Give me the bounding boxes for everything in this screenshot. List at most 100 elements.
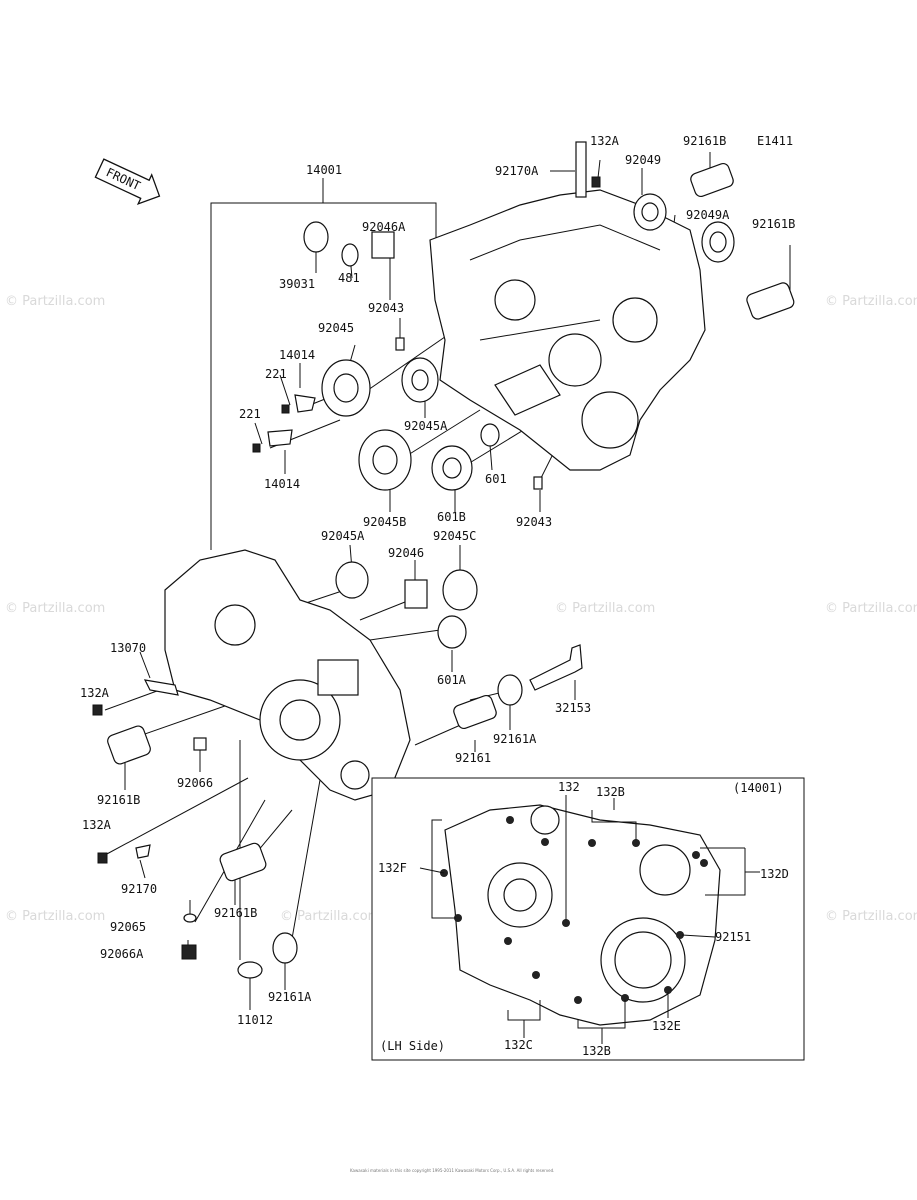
bearing-601A-icon bbox=[437, 615, 467, 649]
callout: 92045 bbox=[318, 321, 354, 335]
callout: 601A bbox=[437, 673, 467, 687]
inset-title: (14001) bbox=[733, 781, 784, 795]
watermark: © Partzilla.com bbox=[5, 294, 105, 309]
seal-92161A-lower-icon bbox=[272, 932, 298, 964]
bolt-132A-bottom-icon bbox=[97, 852, 108, 864]
callout: 132C bbox=[504, 1038, 533, 1052]
callout: 32153 bbox=[555, 701, 591, 715]
callout: 92066 bbox=[177, 776, 213, 790]
needle-bearing-92046A-icon bbox=[371, 231, 395, 259]
callout: 92049 bbox=[625, 153, 661, 167]
bolt-221-b-icon bbox=[252, 443, 261, 453]
callout: 92161B bbox=[752, 217, 795, 231]
callout: 92066A bbox=[100, 947, 144, 961]
bearing-92045A-icon bbox=[401, 357, 439, 403]
shaft-32153-icon bbox=[529, 644, 583, 691]
parts bbox=[92, 141, 795, 979]
callout: 92170A bbox=[495, 164, 539, 178]
watermark: © Partzilla.com bbox=[825, 909, 917, 924]
washer-92065-icon bbox=[183, 913, 197, 923]
sleeve-92161-icon bbox=[453, 694, 497, 730]
crankcase-left-half bbox=[164, 549, 411, 801]
callout: 92045B bbox=[363, 515, 406, 529]
bracket-14014-a-icon bbox=[294, 394, 316, 413]
callout: 92045A bbox=[404, 419, 448, 433]
bearing-92045B-icon bbox=[358, 429, 412, 491]
bearing-92045C-icon bbox=[442, 569, 478, 611]
needle-bearing-92046-icon bbox=[404, 579, 428, 609]
callout: 601B bbox=[437, 510, 466, 524]
copyright-footer: Kawasaki materials in this site copyrigh… bbox=[350, 1168, 554, 1173]
callout: 132F bbox=[378, 861, 407, 875]
bearing-92045A-lower-icon bbox=[335, 561, 369, 599]
clamp-92170-icon bbox=[135, 844, 151, 859]
watermark: © Partzilla.com bbox=[825, 294, 917, 309]
watermark: © Partzilla.com bbox=[5, 909, 105, 924]
dowel-92043-icon bbox=[395, 337, 405, 351]
callout: 39031 bbox=[279, 277, 315, 291]
callout: 92161B bbox=[214, 906, 257, 920]
bearing-92049-icon bbox=[633, 193, 667, 231]
circlip-481-icon bbox=[341, 243, 359, 267]
callout: 92161 bbox=[455, 751, 491, 765]
bearing-92045-icon bbox=[321, 359, 371, 417]
callout: 13070 bbox=[110, 641, 146, 655]
dowel-92043-lower-icon bbox=[533, 476, 543, 490]
callout: 92161A bbox=[493, 732, 537, 746]
callout: 92043 bbox=[516, 515, 552, 529]
callout: 92170 bbox=[121, 882, 157, 896]
diagram-code: E1411 bbox=[757, 134, 793, 148]
callout: 92161A bbox=[268, 990, 312, 1004]
watermark: © Partzilla.com bbox=[825, 601, 917, 616]
callout: 92045A bbox=[321, 529, 365, 543]
bolt-132A-top-icon bbox=[591, 176, 601, 188]
clamp-92170A-icon bbox=[575, 141, 587, 198]
bracket-14014-b-icon bbox=[267, 429, 293, 447]
callout: 132B bbox=[582, 1044, 611, 1058]
sleeve-92161B-top-icon bbox=[690, 162, 734, 198]
callout: 92049A bbox=[686, 208, 730, 222]
callout: 221 bbox=[239, 407, 261, 421]
seal-601-icon bbox=[480, 423, 500, 447]
callout: 221 bbox=[265, 367, 287, 381]
callout: 132A bbox=[80, 686, 110, 700]
front-arrow-icon: FRONT bbox=[94, 158, 161, 205]
callout: 481 bbox=[338, 271, 360, 285]
callout: 11012 bbox=[237, 1013, 273, 1027]
callout: 92151 bbox=[715, 930, 751, 944]
guide-13070-icon bbox=[143, 679, 179, 696]
watermark: © Partzilla.com bbox=[5, 601, 105, 616]
seal-92161A-icon bbox=[497, 674, 523, 706]
bolt-221-a-icon bbox=[281, 404, 290, 414]
inset-lh-side: (14001) (LH Side) bbox=[371, 777, 805, 1061]
sleeve-92161B-right-icon bbox=[746, 282, 795, 320]
callout: 14001 bbox=[306, 163, 342, 177]
watermark: © Partzilla.com bbox=[555, 601, 655, 616]
callout-labels: 14001 132A 92161B 92170A 92049 92049A 92… bbox=[80, 134, 795, 1058]
callout: 132D bbox=[760, 867, 789, 881]
crankcase-right-half bbox=[429, 189, 706, 471]
callout: 92046A bbox=[362, 220, 406, 234]
callout: 92046 bbox=[388, 546, 424, 560]
cover-11012-icon bbox=[237, 961, 263, 979]
callout: 132A bbox=[590, 134, 620, 148]
plug-92066A-icon bbox=[181, 944, 197, 960]
bearing-601B-icon bbox=[431, 445, 473, 491]
callout: 132B bbox=[596, 785, 625, 799]
bolt-markers bbox=[440, 816, 708, 1004]
sleeve-92161B-left-icon bbox=[107, 725, 151, 765]
plug-92066-icon bbox=[193, 737, 207, 751]
inset-side-label: (LH Side) bbox=[380, 1039, 445, 1053]
watermark: © Partzilla.com bbox=[280, 909, 380, 924]
callout: 132A bbox=[82, 818, 112, 832]
ring-39031-icon bbox=[303, 221, 329, 253]
bolt-132A-left-icon bbox=[92, 704, 103, 716]
bearing-92049A-icon bbox=[701, 221, 735, 263]
callout: 92045C bbox=[433, 529, 476, 543]
callout: 92161B bbox=[97, 793, 140, 807]
callout: 92161B bbox=[683, 134, 726, 148]
callout: 601 bbox=[485, 472, 507, 486]
callout: 14014 bbox=[279, 348, 315, 362]
callout: 14014 bbox=[264, 477, 300, 491]
